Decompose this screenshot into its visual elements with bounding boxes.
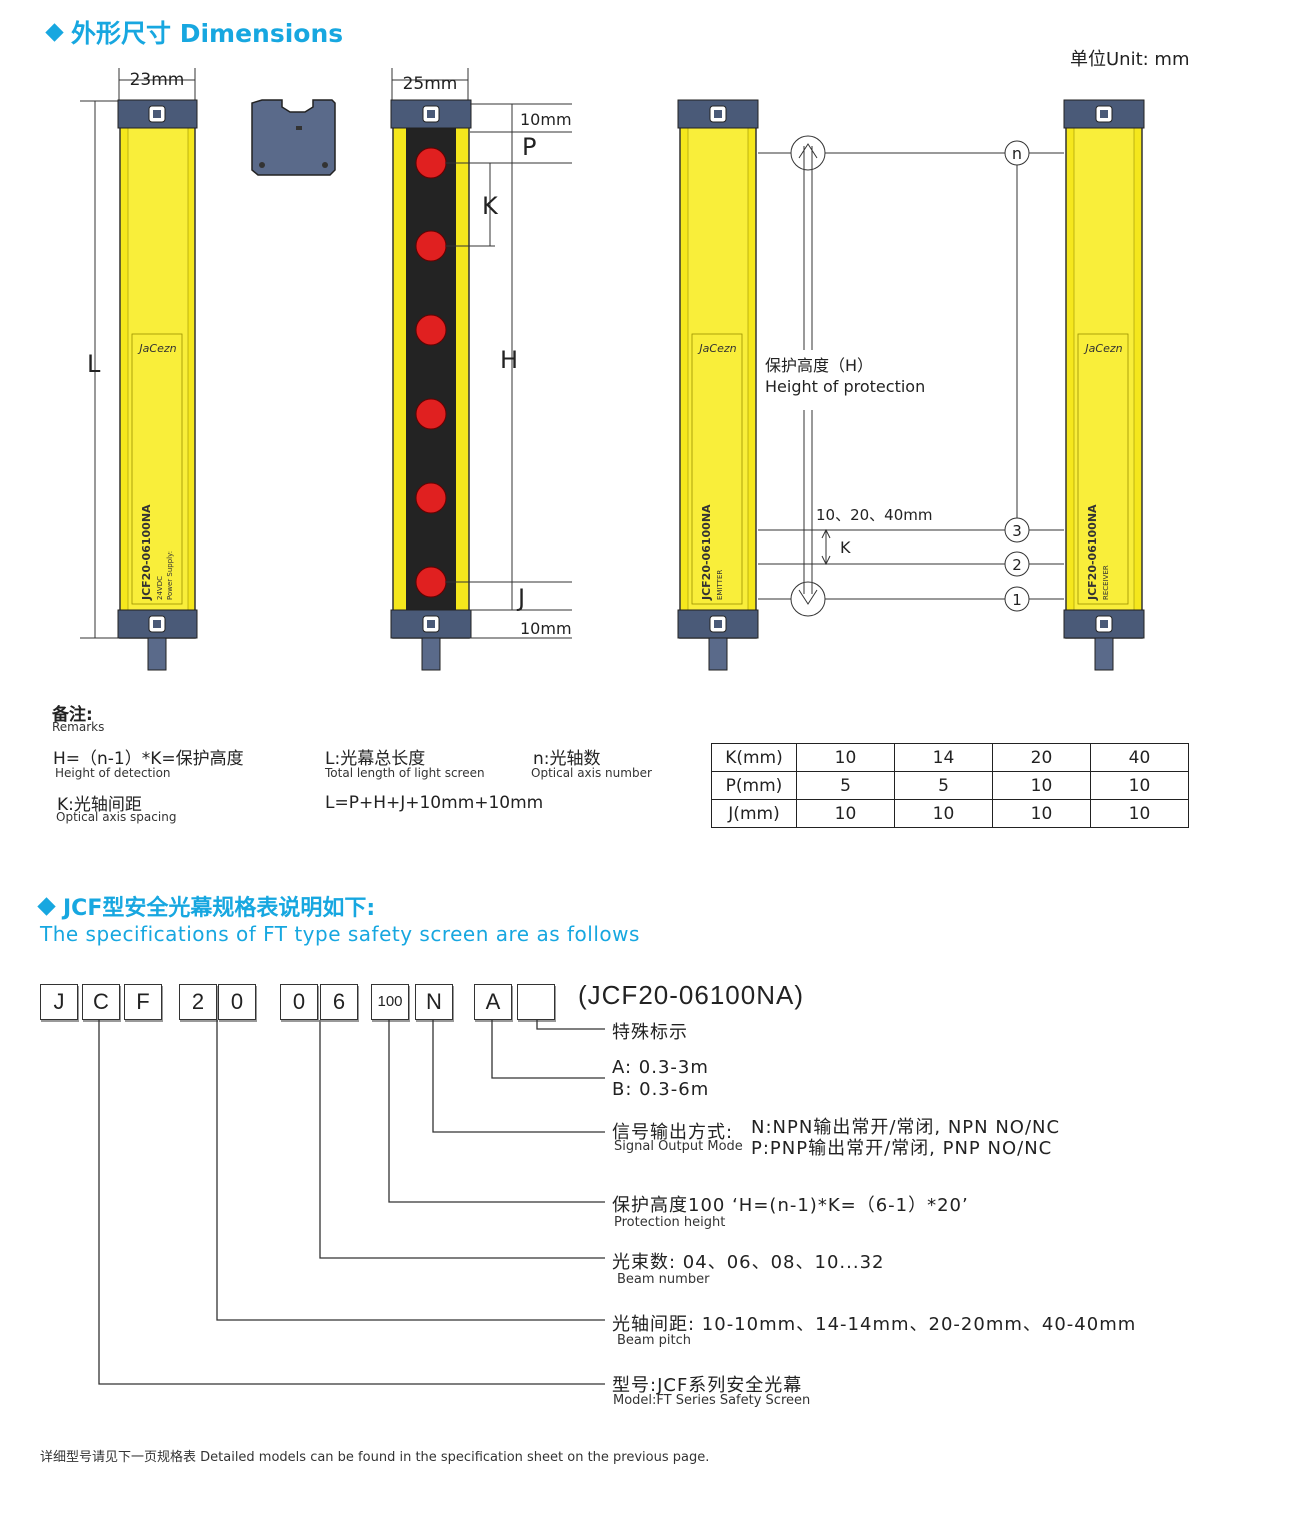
dimension-drawing: JaCezn JCF20-06100NA 24VDC Power Supply: (80, 68, 1145, 671)
signal-npn: N:NPN输出常开/常闭, NPN NO/NC (751, 1117, 1061, 1138)
code-box: 0 (280, 984, 318, 1020)
model-cn: 型号:JCF系列安全光幕 (612, 1375, 803, 1396)
spacing-table: K(mm) 10 14 20 40 P(mm) 5 5 10 10 J(mm) … (711, 743, 1189, 828)
remarks-title-en: Remarks (52, 720, 105, 734)
code-box: 6 (320, 984, 358, 1020)
emitter-tag: EMITTER (716, 570, 724, 600)
diamond-icon (37, 896, 56, 916)
emitter-sensor: JaCezn JCF20-06100NA EMITTER (677, 99, 759, 671)
table-cell: 5 (796, 771, 895, 800)
remark-H: H=（n-1）*K=保护高度 (53, 749, 244, 769)
node-1: 1 (1012, 591, 1022, 609)
model-en: Model:FT Series Safety Screen (613, 1393, 811, 1408)
node-3: 3 (1012, 522, 1022, 540)
height-en: Protection height (614, 1215, 726, 1230)
row-header: K(mm) (711, 743, 797, 772)
table-row: K(mm) 10 14 20 40 (711, 743, 1189, 772)
range-a: A: 0.3-3m (612, 1057, 709, 1078)
table-cell: 10 (796, 743, 895, 772)
signal-cn: 信号输出方式: (612, 1122, 734, 1143)
code-box: 0 (218, 984, 256, 1020)
special-label: 特殊标示 (612, 1022, 688, 1043)
table-cell: 10 (796, 799, 895, 828)
spec-label: Power Supply: (166, 551, 174, 600)
top-10mm-label: 10mm (520, 110, 572, 129)
P-label: P (522, 133, 536, 161)
node-n: n (1012, 144, 1022, 163)
remark-K-en: Optical axis spacing (56, 810, 177, 824)
code-box: C (82, 984, 120, 1020)
K-spacing-label: K (840, 538, 851, 557)
unit-label: 单位Unit: mm (1070, 49, 1190, 70)
table-cell: 10 (992, 799, 1091, 828)
remark-H-en: Height of detection (55, 766, 171, 780)
spec-title-text: JCF型安全光幕规格表说明如下: (63, 896, 376, 921)
code-box: N (415, 984, 453, 1020)
J-label: J (516, 584, 525, 612)
remark-L: L:光幕总长度 (325, 749, 426, 769)
table-cell: 5 (894, 771, 993, 800)
spacing-label: 10、20、40mm (816, 506, 933, 524)
model-code: (JCF20-06100NA) (578, 980, 804, 1010)
height-cn: 保护高度100 ‘H=(n-1)*K=（6-1）*20’ (612, 1195, 969, 1216)
table-cell: 10 (1090, 771, 1189, 800)
width-25-label: 25mm (403, 74, 458, 94)
H-label: H (500, 346, 518, 374)
remark-K: K:光轴间距 (57, 795, 142, 815)
remark-L-formula: L=P+H+J+10mm+10mm (325, 793, 544, 813)
L-label: L (87, 350, 101, 378)
node-2: 2 (1012, 556, 1022, 574)
table-cell: 10 (894, 799, 993, 828)
pitch-cn: 光轴间距: 10-10mm、14-14mm、20-20mm、40-40mm (612, 1314, 1137, 1335)
width-23-label: 23mm (130, 70, 185, 90)
signal-pnp: P:PNP输出常开/常闭, PNP NO/NC (751, 1138, 1053, 1159)
model-text: JCF20-06100NA (140, 504, 153, 601)
receiver-model: JCF20-06100NA (1086, 504, 1099, 601)
table-cell: 20 (992, 743, 1091, 772)
table-cell: 10 (1090, 799, 1189, 828)
code-box: 2 (179, 984, 217, 1020)
cross-section (251, 99, 336, 176)
table-row: J(mm) 10 10 10 10 (711, 799, 1189, 828)
remark-L-en: Total length of light screen (325, 766, 485, 780)
range-b: B: 0.3-6m (612, 1079, 710, 1100)
code-box: J (40, 984, 78, 1020)
code-box: F (124, 984, 162, 1020)
table-row: P(mm) 5 5 10 10 (711, 771, 1189, 800)
code-box: A (474, 984, 512, 1020)
code-box: 100 (371, 984, 409, 1020)
emitter-brand: JaCezn (697, 342, 736, 355)
footer-note: 详细型号请见下一页规格表 Detailed models can be foun… (40, 1450, 710, 1465)
remark-n: n:光轴数 (533, 749, 601, 769)
code-box (517, 984, 555, 1020)
spec-text: 24VDC (156, 576, 164, 600)
receiver-sensor: JaCezn JCF20-06100NA RECEIVER (1063, 99, 1145, 671)
table-cell: 40 (1090, 743, 1189, 772)
emitter-model: JCF20-06100NA (700, 504, 713, 601)
receiver-tag: RECEIVER (1102, 565, 1110, 600)
section-title-dimensions: 外形尺寸 Dimensions (45, 14, 344, 50)
dimensions-title-text: 外形尺寸 Dimensions (71, 19, 344, 48)
remark-n-en: Optical axis number (531, 766, 652, 780)
sensor-front-view (390, 68, 572, 671)
beam-en: Beam number (617, 1272, 710, 1287)
row-header: P(mm) (711, 771, 797, 800)
row-header: J(mm) (711, 799, 797, 828)
beam-cn: 光束数: 04、06、08、10...32 (612, 1252, 885, 1273)
pitch-en: Beam pitch (617, 1333, 692, 1348)
signal-en: Signal Output Mode (614, 1139, 743, 1154)
protection-en: Height of protection (765, 377, 925, 396)
section-title-spec: JCF型安全光幕规格表说明如下: (37, 890, 376, 922)
bottom-10mm-label: 10mm (520, 619, 572, 638)
sensor-side-view: JaCezn JCF20-06100NA 24VDC Power Supply: (80, 68, 198, 671)
brand-text: JaCezn (137, 342, 176, 355)
receiver-brand: JaCezn (1083, 342, 1122, 355)
spec-subtitle: The specifications of FT type safety scr… (40, 922, 640, 946)
table-cell: 14 (894, 743, 993, 772)
protection-cn: 保护高度（H） (765, 356, 873, 375)
table-cell: 10 (992, 771, 1091, 800)
remarks-title: 备注: (52, 705, 93, 725)
K-label: K (482, 192, 499, 220)
leader-lines (98, 1020, 605, 1385)
